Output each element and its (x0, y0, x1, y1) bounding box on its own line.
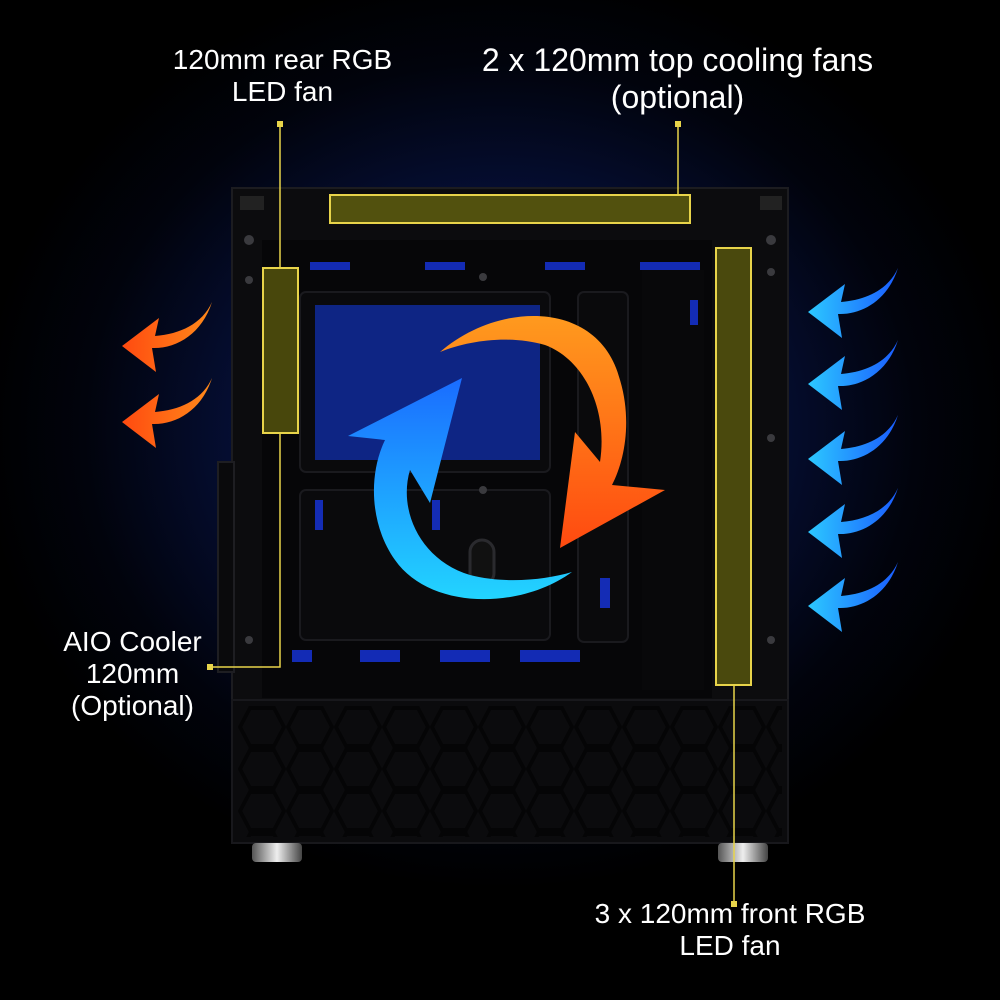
top-fans-highlight (329, 194, 691, 224)
intake-arrow (808, 340, 898, 410)
intake-arrow (808, 488, 898, 558)
callout-lines (207, 121, 737, 907)
rear-fan-callout: 120mm rear RGB LED fan (160, 44, 405, 108)
circulation-arrows (348, 315, 665, 600)
psu-shroud (231, 699, 789, 844)
aio-label-line1: AIO Cooler (63, 626, 202, 657)
case-feet (252, 843, 768, 862)
intake-arrows (808, 268, 898, 632)
exhaust-arrow (122, 302, 212, 372)
aio-cooler-callout: AIO Cooler 120mm (Optional) (45, 626, 220, 723)
exhaust-arrow (122, 378, 212, 448)
intake-arrow (808, 415, 898, 485)
front-fans-highlight (715, 247, 752, 686)
rear-fan-label-line1: 120mm rear RGB (172, 44, 393, 75)
front-fans-label-line2: LED fan (679, 930, 781, 962)
intake-arrow (808, 268, 898, 338)
pc-case (217, 187, 789, 701)
orange-cycle-arrow (440, 315, 665, 548)
blue-cycle-arrow (348, 378, 572, 600)
front-fans-callout: 3 x 120mm front RGB LED fan (575, 898, 885, 962)
fan-highlights (262, 194, 752, 686)
top-fans-callout: 2 x 120mm top cooling fans (optional) (455, 42, 900, 116)
top-fans-label-line2: (optional) (610, 78, 745, 115)
rear-fan-label-line2: LED fan (231, 76, 334, 108)
rear-fan-highlight (262, 267, 299, 434)
top-fans-label-line1: 2 x 120mm top cooling fans (481, 42, 874, 78)
front-fans-label-line1: 3 x 120mm front RGB (594, 898, 866, 929)
intake-arrow (808, 562, 898, 632)
exhaust-arrows (122, 302, 212, 448)
aio-label-line2: 120mm (85, 658, 180, 690)
aio-label-line3: (Optional) (71, 690, 194, 722)
